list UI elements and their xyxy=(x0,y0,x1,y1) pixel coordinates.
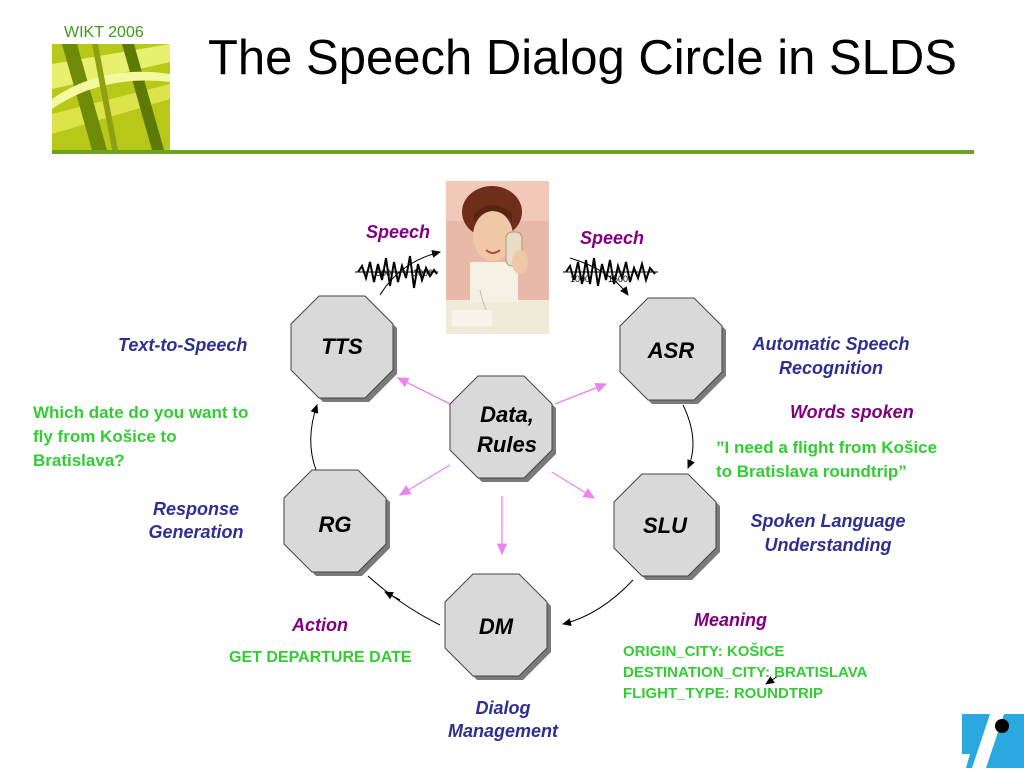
meaning-destination-city: DESTINATION_CITY: BRATISLAVA xyxy=(623,664,868,681)
node-data-rules xyxy=(449,375,556,482)
node-dm xyxy=(444,573,551,680)
utterance-line-1: ”I need a flight from Košice xyxy=(716,438,938,457)
data-arrow-tts xyxy=(396,377,451,405)
rg-description-2: Generation xyxy=(148,522,244,542)
node-data-label-1: Data, xyxy=(480,402,534,427)
question-line-3: Bratislava? xyxy=(33,451,125,470)
node-tts xyxy=(290,295,397,402)
arc-dm-rg xyxy=(367,575,441,626)
arc-rg-tts xyxy=(310,404,319,471)
title-divider xyxy=(52,150,974,154)
conference-label: WIKT 2006 xyxy=(64,24,144,41)
node-asr xyxy=(619,297,726,404)
action-value: GET DEPARTURE DATE xyxy=(229,649,412,666)
rg-description-1: Response xyxy=(152,499,240,519)
node-slu xyxy=(613,473,720,580)
node-rg-label: RG xyxy=(318,512,352,537)
question-line-2: fly from Košice to xyxy=(33,427,177,446)
speech-label-right: Speech xyxy=(580,228,645,248)
meaning-origin-city: ORIGIN_CITY: KOŠICE xyxy=(623,643,785,660)
data-arrow-rg xyxy=(398,464,451,496)
node-rg xyxy=(283,469,390,576)
waveform-left xyxy=(355,255,438,289)
words-spoken-label: Words spoken xyxy=(790,402,914,422)
waveform-left-tick-1: 500 xyxy=(376,268,392,278)
question-line-1: Which date do you want to xyxy=(33,403,249,422)
dm-description-1: Dialog xyxy=(475,698,531,718)
data-arrow-slu xyxy=(551,471,596,499)
slu-description-2: Understanding xyxy=(764,535,892,555)
node-asr-label: ASR xyxy=(647,338,695,363)
meaning-pointer-arrow xyxy=(765,675,779,685)
waveform-right xyxy=(563,257,658,287)
woman-on-phone-photo xyxy=(446,181,549,334)
arc-asr-slu xyxy=(682,404,695,469)
node-dm-label: DM xyxy=(478,614,514,639)
logo-image xyxy=(52,44,170,150)
utterance-line-2: to Bratislava roundtrip” xyxy=(716,462,907,481)
waveform-left-tick-2: 1000 xyxy=(413,268,434,278)
arc-dm-rg-head xyxy=(384,591,401,601)
meaning-flight-type: FLIGHT_TYPE: ROUNDTRIP xyxy=(623,685,824,702)
asr-description-1: Automatic Speech xyxy=(752,334,910,354)
waveform-right-tick-1: 1000 xyxy=(570,274,591,284)
data-arrow-asr xyxy=(554,382,608,405)
institution-logo xyxy=(962,714,1024,768)
asr-description-2: Recognition xyxy=(779,358,883,378)
arc-slu-dm xyxy=(562,579,634,626)
action-label: Action xyxy=(292,615,348,635)
node-slu-label: SLU xyxy=(643,513,687,538)
node-data-label-2: Rules xyxy=(477,432,537,457)
node-tts-label: TTS xyxy=(321,334,363,359)
tts-description: Text-to-Speech xyxy=(118,335,248,355)
dm-description-2: Management xyxy=(447,721,559,741)
arc-tts-speech xyxy=(379,250,441,296)
page-title: The Speech Dialog Circle in SLDS xyxy=(208,31,957,85)
speech-label-left: Speech xyxy=(366,222,431,242)
meaning-label: Meaning xyxy=(694,610,768,630)
waveform-right-tick-2: 1500 xyxy=(608,274,629,284)
slu-description-1: Spoken Language xyxy=(750,511,906,531)
